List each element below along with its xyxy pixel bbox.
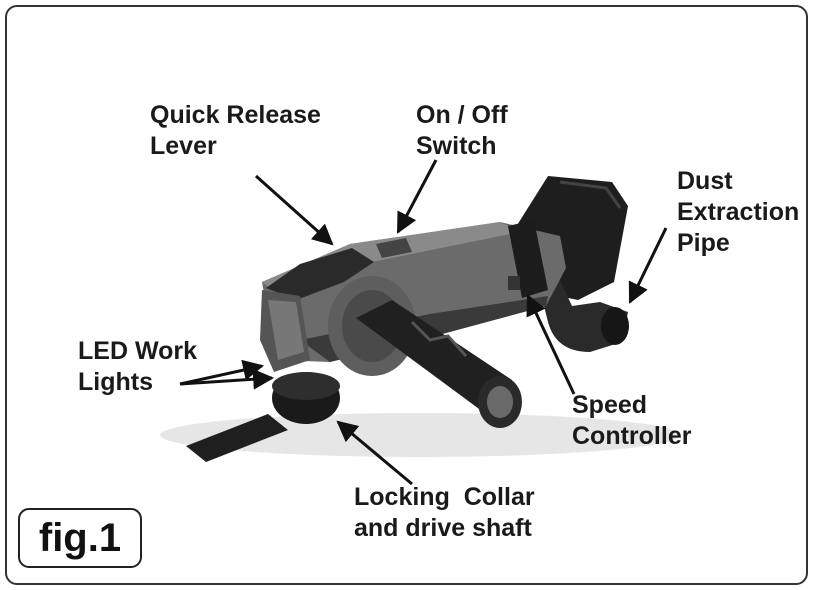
arrow-locking — [336, 420, 413, 486]
label-line: Lever — [150, 132, 217, 160]
label-line: Switch — [416, 132, 497, 160]
label-dust-extraction-pipe: Dust Extraction Pipe — [677, 166, 799, 259]
on-off-switch — [376, 238, 412, 258]
label-line: Lights — [78, 368, 153, 396]
side-handle — [356, 300, 512, 420]
quick-release-lever — [266, 248, 374, 300]
arrow-speed — [526, 294, 576, 395]
label-line: LED Work — [78, 337, 197, 365]
label-speed-controller: Speed Controller — [572, 390, 691, 452]
arrow-on-off — [396, 159, 438, 234]
arrow-dust-pipe — [628, 227, 668, 304]
arrow-quick-release — [254, 174, 334, 246]
label-line: Controller — [572, 422, 692, 450]
figure-number-badge: fig.1 — [18, 508, 142, 568]
arrow-led-2 — [179, 368, 275, 390]
speed-controller — [508, 276, 520, 290]
battery-collar — [508, 220, 548, 298]
saw-blade — [186, 414, 288, 462]
label-line: Dust — [677, 167, 733, 195]
outer-border — [5, 5, 808, 585]
label-line: and drive shaft — [354, 514, 532, 542]
label-line: Quick Release — [150, 101, 321, 129]
label-line: On / Off — [416, 101, 508, 129]
label-line: Extraction — [677, 198, 800, 226]
label-quick-release-lever: Quick Release Lever — [150, 100, 321, 162]
floor-shadow — [160, 413, 680, 457]
label-led-work-lights: LED Work Lights — [78, 336, 197, 398]
label-locking-collar: Locking Collar and drive shaft — [354, 482, 535, 544]
label-line: Pipe — [677, 229, 730, 257]
label-line: Locking Collar — [354, 483, 535, 511]
label-on-off-switch: On / Off Switch — [416, 100, 508, 162]
arrow-led-1 — [179, 359, 265, 386]
label-line: Speed — [572, 391, 648, 419]
